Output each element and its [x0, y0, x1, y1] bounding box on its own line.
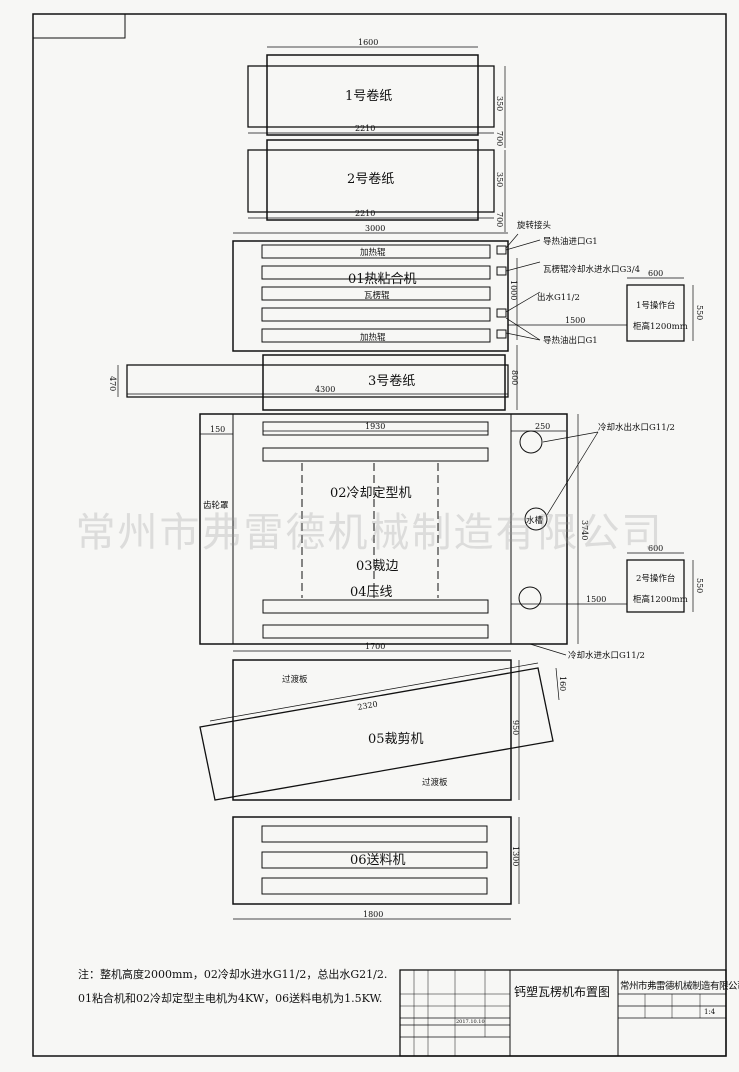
- drawing-title: 钙塑瓦楞机布置图: [514, 985, 611, 999]
- water-out-label: 出水G11/2: [537, 292, 580, 303]
- rotary-joint-label: 旋转接头: [517, 220, 552, 231]
- dim-800: 800: [510, 370, 519, 385]
- dim-550-a: 550: [695, 305, 704, 320]
- cooling-unit: 150 1930 250 水槽 冷却水出水口G11/2 3740 齿轮罩 02冷…: [199, 413, 675, 661]
- cool-water-out-label: 冷却水出水口G11/2: [598, 422, 675, 433]
- edge-trim-label: 03裁边: [356, 558, 399, 574]
- dim-950: 950: [511, 720, 520, 735]
- note-line-2: 01粘合机和02冷却定型主电机为4KW，06送料电机为1.5KW.: [78, 992, 383, 1005]
- dim-600-b: 600: [648, 544, 663, 553]
- dim-350-a: 350: [495, 96, 504, 111]
- dim-250: 250: [535, 422, 550, 431]
- dim-1500-b: 1500: [586, 595, 606, 604]
- roll1-unit: 1600 2210 350 700 1号卷纸: [247, 38, 506, 148]
- roll1-label: 1号卷纸: [345, 88, 392, 104]
- dim-470: 470: [108, 376, 117, 391]
- dim-1930: 1930: [365, 422, 385, 431]
- console1-height: 柜高1200mm: [633, 321, 688, 332]
- oil-out-label: 导热油出口G1: [543, 335, 598, 346]
- dim-4300: 4300: [315, 385, 335, 394]
- note-line-1: 注：整机高度2000mm，02冷却水进水G11/2，总出水G21/2.: [78, 968, 388, 981]
- cooling-label: 02冷却定型机: [330, 486, 412, 501]
- dim-3000: 3000: [365, 224, 385, 233]
- water-in-label: 瓦楞辊冷却水进水口G3/4: [543, 264, 640, 275]
- feeder-unit: 1300 1800 06送料机: [232, 816, 520, 920]
- console2: 600 550 2号操作台 柜高1200mm: [626, 544, 704, 613]
- gear-cover-label: 齿轮罩: [203, 500, 229, 511]
- dim-2210-a: 2210: [355, 124, 375, 133]
- dim-150: 150: [210, 425, 225, 434]
- heat-roll-top-label: 加热辊: [360, 247, 386, 258]
- dim-3740: 3740: [580, 520, 589, 540]
- corrugating-roll-label: 瓦楞辊: [364, 290, 390, 301]
- cutter-unit: 2320 160 950 过渡板 05裁剪机 过渡板: [199, 659, 567, 801]
- dim-1000: 1000: [509, 280, 518, 300]
- scale-value: 1:4: [704, 1008, 716, 1016]
- water-tank-label: 水槽: [526, 515, 544, 526]
- dim-2320: 2320: [357, 700, 379, 712]
- dim-550-b: 550: [695, 578, 704, 593]
- dim-1300: 1300: [511, 846, 520, 866]
- company-name: 常州市弗雷德机械制造有限公司: [620, 981, 739, 992]
- transition-bottom-label: 过渡板: [422, 777, 448, 788]
- roll3-label: 3号卷纸: [368, 373, 415, 389]
- dim-1500-a: 1500: [565, 316, 585, 325]
- console1: 600 550 1号操作台 柜高1200mm: [626, 269, 704, 342]
- console1-name: 1号操作台: [636, 300, 675, 311]
- console2-height: 柜高1200mm: [633, 594, 688, 605]
- heat-roll-bottom-label: 加热辊: [360, 332, 386, 343]
- title-block-grid: [399, 969, 727, 1057]
- dim-1800: 1800: [363, 910, 383, 919]
- cutter-label: 05裁剪机: [368, 731, 424, 747]
- dim-1600: 1600: [358, 38, 378, 47]
- date-value: 2017.10.10: [456, 1019, 485, 1025]
- roll2-unit: 2210 350 700 2号卷纸: [247, 139, 506, 232]
- dim-1700: 1700: [365, 642, 385, 651]
- transition-top-label: 过渡板: [282, 674, 308, 685]
- roll3-unit: 470 4300 800 3号卷纸: [108, 345, 519, 411]
- watermark: 常州市弗雷德机械制造有限公司: [75, 510, 664, 556]
- dim-700-b: 700: [495, 212, 504, 227]
- dim-2210-b: 2210: [355, 209, 375, 218]
- feeder-label: 06送料机: [350, 853, 406, 868]
- heat-press-label: 01热粘合机: [348, 272, 417, 287]
- oil-in-label: 导热油进口G1: [543, 236, 598, 247]
- console2-name: 2号操作台: [636, 573, 675, 584]
- dim-700-a: 700: [495, 131, 504, 146]
- dim-160: 160: [558, 676, 567, 691]
- heat-press-unit: 3000 加热辊 01热粘合机 瓦楞辊 加热辊 旋转接头 导热油进口G1 瓦楞辊…: [232, 220, 640, 352]
- dim-350-b: 350: [495, 172, 504, 187]
- roll2-label: 2号卷纸: [347, 171, 394, 187]
- dim-600-a: 600: [648, 269, 663, 278]
- cool-water-in-label: 冷却水进水口G11/2: [568, 650, 645, 661]
- creasing-label: 04压线: [350, 585, 393, 600]
